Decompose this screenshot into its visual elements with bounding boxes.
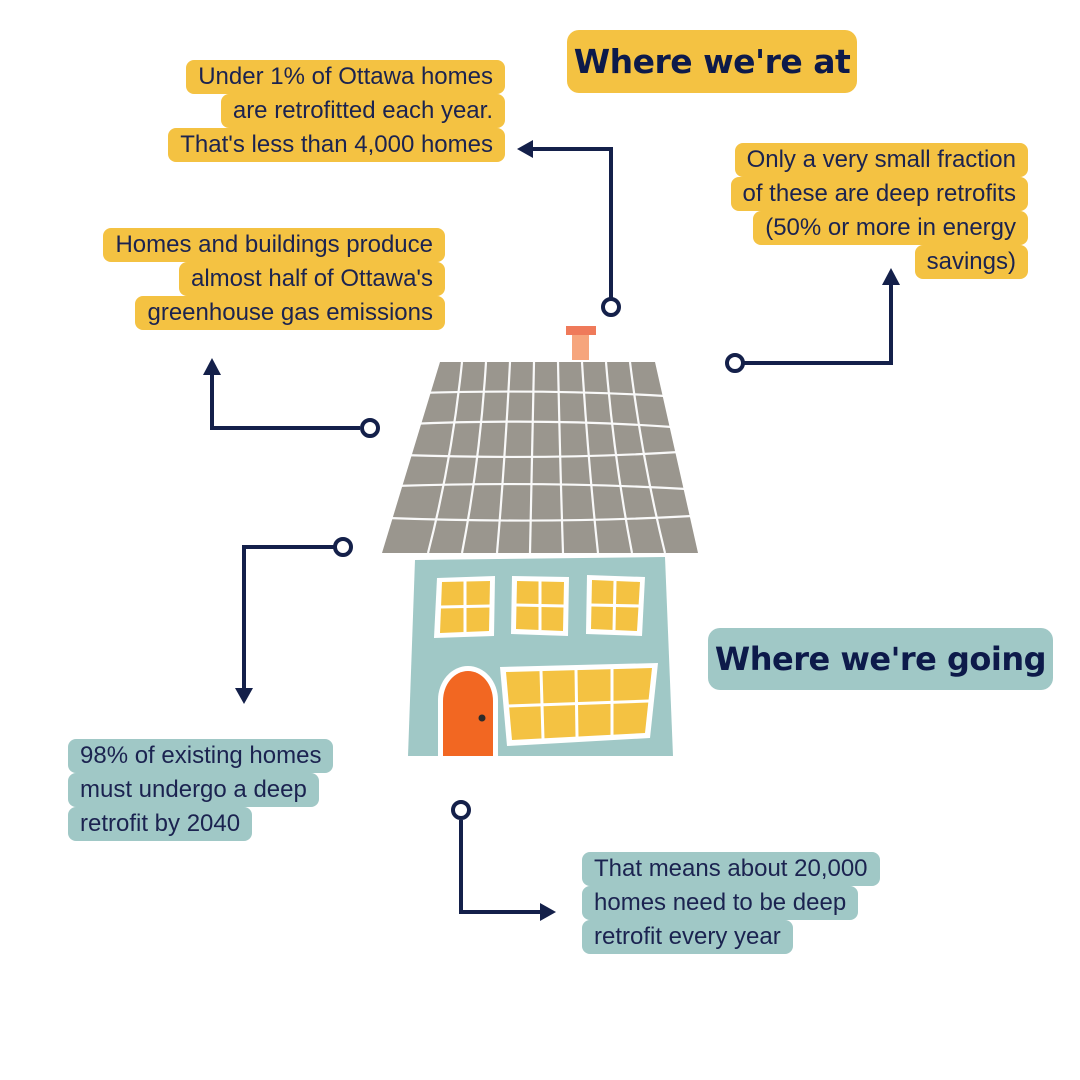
note-line: retrofit by 2040	[68, 807, 253, 841]
note-retrofit-rate: Under 1% of Ottawa homes are retrofitted…	[168, 60, 505, 162]
arrow-deep-fraction	[744, 284, 893, 365]
heading-where-were-going: Where we're going	[708, 628, 1053, 690]
window-large	[500, 663, 658, 746]
note-deep-fraction: Only a very small fraction of these are …	[730, 143, 1028, 279]
note-line: 98% of existing homes	[68, 739, 334, 773]
note-line: That means about 20,000	[582, 852, 880, 886]
chimney	[566, 326, 596, 360]
roof	[382, 361, 698, 554]
arrow-annual-need	[459, 820, 542, 914]
window-upper-left	[434, 576, 495, 638]
arrow-retrofit-rate	[532, 147, 613, 298]
note-annual-need: That means about 20,000 homes need to be…	[582, 852, 880, 954]
note-line: almost half of Ottawa's	[178, 262, 445, 296]
note-line: Under 1% of Ottawa homes	[186, 60, 505, 94]
note-line: Only a very small fraction	[734, 143, 1028, 177]
arrow-target-share	[242, 545, 334, 690]
note-line: homes need to be deep	[582, 886, 859, 920]
note-line: That's less than 4,000 homes	[168, 128, 505, 162]
note-line: must undergo a deep	[68, 773, 319, 807]
note-emissions: Homes and buildings produce almost half …	[103, 228, 445, 330]
arrow-emissions	[210, 374, 360, 430]
note-line: are retrofitted each year.	[220, 94, 505, 128]
note-target-share: 98% of existing homes must undergo a dee…	[68, 739, 334, 841]
note-line: retrofit every year	[582, 920, 793, 954]
note-line: Homes and buildings produce	[103, 228, 445, 262]
note-line: savings)	[914, 245, 1028, 279]
front-door	[438, 666, 498, 756]
heading-where-were-at: Where we're at	[567, 30, 857, 93]
note-line: (50% or more in energy	[753, 211, 1028, 245]
note-line: of these are deep retrofits	[730, 177, 1028, 211]
window-upper-middle	[511, 576, 569, 636]
window-upper-right	[586, 575, 645, 636]
note-line: greenhouse gas emissions	[135, 296, 445, 330]
